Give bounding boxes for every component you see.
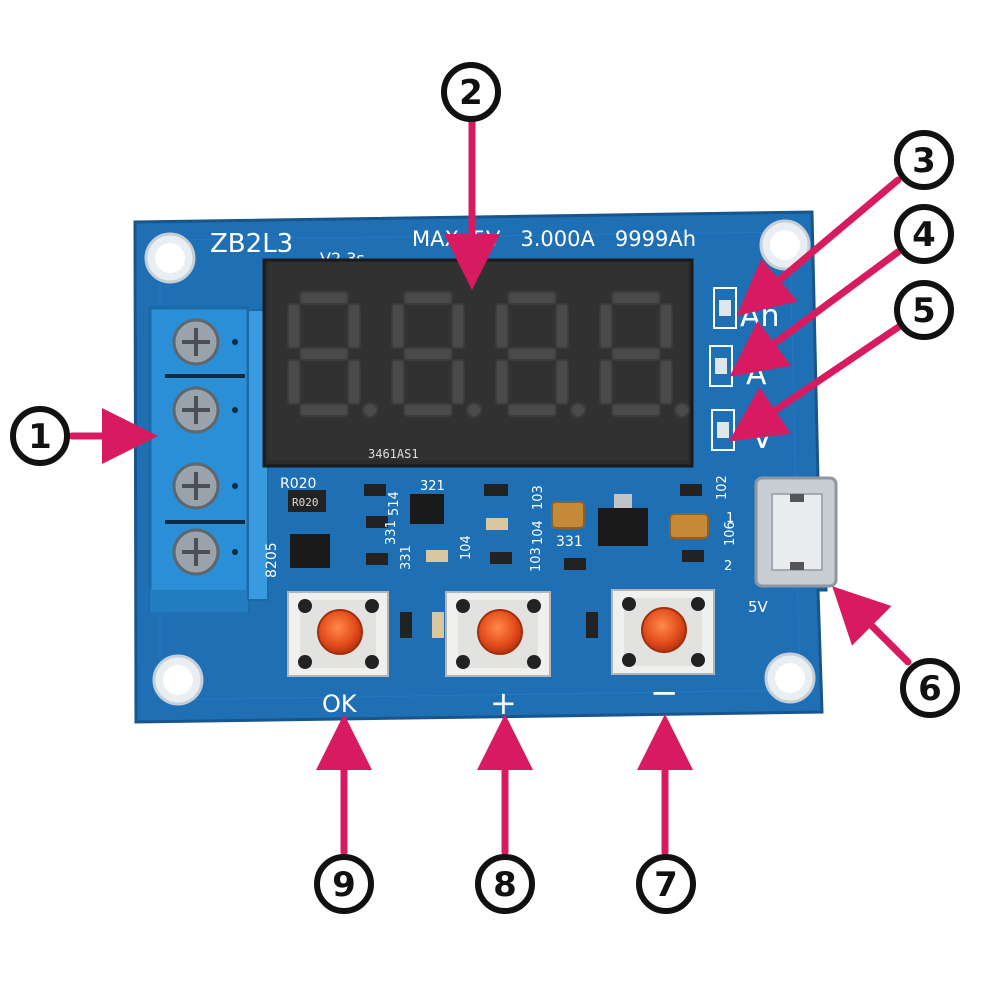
callout-7: 7 [636, 854, 696, 914]
display-segment [611, 347, 661, 361]
display-segment [507, 403, 557, 417]
display-segment [555, 303, 569, 349]
display-segment [403, 291, 453, 305]
resistor-label-102: 102 [715, 475, 730, 500]
cap-label-104a: 104 [459, 535, 474, 560]
display-segment [403, 347, 453, 361]
display-segment [611, 403, 661, 417]
resistor-label-331b: 331 [399, 545, 414, 570]
display-segment [599, 359, 613, 405]
smd-components: R020 R020 8205 321 514 331 331 104 103 1… [264, 475, 738, 640]
callout-4: 4 [894, 204, 954, 264]
display-segment [659, 303, 673, 349]
resistor-label-514: 514 [387, 491, 402, 516]
ah-label: Ah [740, 299, 780, 334]
callout-3: 3 [894, 130, 954, 190]
display-segment [507, 291, 557, 305]
callout-number: 4 [912, 215, 936, 255]
board-model-label: ZB2L3 [210, 229, 293, 259]
screw-terminal[interactable] [172, 462, 220, 510]
display-segment [611, 291, 661, 305]
display-segment [287, 303, 301, 349]
callout-number: 8 [493, 865, 517, 905]
screw-terminal[interactable] [172, 386, 220, 434]
seven-segment-display: 3461AS1 [262, 258, 694, 468]
plus-button-label: + [490, 684, 517, 722]
display-segment [391, 303, 405, 349]
decimal-point [362, 402, 378, 418]
arrow-6 [832, 586, 912, 666]
minus-button[interactable] [611, 589, 715, 675]
mounting-hole [144, 232, 196, 284]
ok-button-label: OK [322, 690, 358, 718]
decimal-point [674, 402, 690, 418]
display-segment [599, 303, 613, 349]
plus-button[interactable] [445, 591, 551, 677]
callout-9: 9 [314, 854, 374, 914]
minus-button-label: − [650, 673, 679, 713]
shunt-resistor-label: R020 [280, 476, 316, 492]
screw-terminal[interactable] [172, 528, 220, 576]
display-segment [299, 403, 349, 417]
callout-number: 7 [654, 865, 678, 905]
screw-terminal[interactable] [172, 318, 220, 366]
ok-button[interactable] [287, 591, 389, 677]
a-label: A [746, 357, 767, 392]
display-segment [347, 303, 361, 349]
callout-arrows [68, 114, 912, 856]
display-segment [451, 303, 465, 349]
arrow-3 [736, 176, 902, 317]
cap-label-103b: 103 [529, 547, 544, 572]
display-segment [391, 359, 405, 405]
micro-usb-port[interactable]: 5V [748, 476, 838, 616]
decimal-point [570, 402, 586, 418]
callout-number: 6 [918, 669, 942, 709]
callout-1: 1 [10, 406, 70, 466]
silk-label-1: 1 [726, 511, 734, 526]
display-segment [507, 347, 557, 361]
callout-number: 3 [912, 141, 936, 181]
decimal-point [466, 402, 482, 418]
callout-5: 5 [894, 280, 954, 340]
callout-2: 2 [441, 62, 501, 122]
max-spec-label: MAX: 5V 3.000A 9999Ah [412, 227, 696, 251]
callout-number: 9 [332, 865, 356, 905]
display-segment [403, 403, 453, 417]
display-segment [451, 359, 465, 405]
mounting-hole [764, 652, 816, 704]
display-segment [299, 347, 349, 361]
display-segment [347, 359, 361, 405]
arrow-4 [729, 248, 902, 377]
cap-label-103a: 103 [531, 485, 546, 510]
usb-voltage-label: 5V [748, 598, 769, 616]
resistor-label-331c: 331 [556, 534, 583, 550]
cap-label-104b: 104 [531, 520, 546, 545]
display-segment [555, 359, 569, 405]
display-segment [299, 291, 349, 305]
arrow-5 [728, 322, 904, 442]
callout-8: 8 [475, 854, 535, 914]
display-segment [495, 303, 509, 349]
display-segment [287, 359, 301, 405]
callout-6: 6 [900, 658, 960, 718]
callout-number: 2 [459, 73, 483, 113]
silk-label-2: 2 [724, 559, 732, 574]
terminal-block [148, 306, 269, 612]
ic-label-321: 321 [420, 479, 445, 494]
mounting-hole [152, 654, 204, 706]
display-segment [495, 359, 509, 405]
mosfet-label: 8205 [264, 542, 280, 578]
display-part-number: 3461AS1 [368, 447, 419, 461]
resistor-label-331a: 331 [384, 520, 399, 545]
display-segment [659, 359, 673, 405]
shunt-resistor-marking: R020 [292, 496, 319, 509]
callout-number: 5 [912, 291, 936, 331]
cap-label-106: 106 [723, 521, 738, 546]
callout-number: 1 [28, 417, 52, 457]
